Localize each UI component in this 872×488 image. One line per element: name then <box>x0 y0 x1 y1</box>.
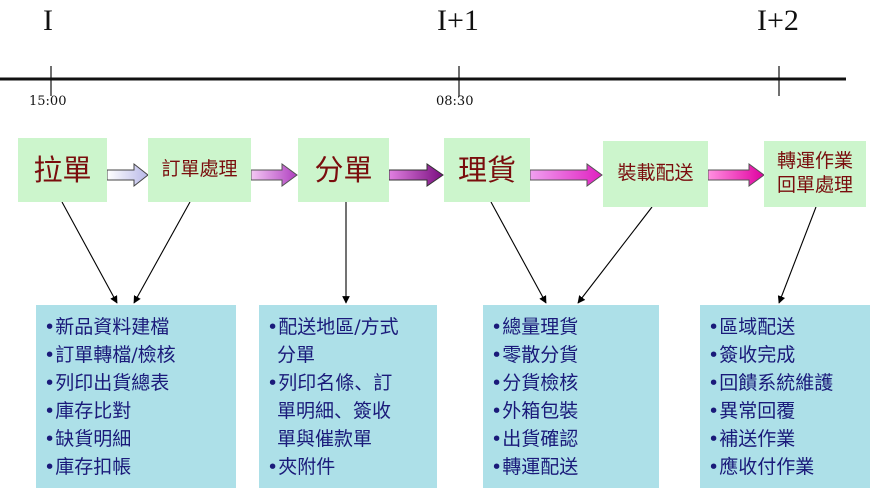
detail-item: •配送地區/方式 <box>267 316 399 338</box>
detail-item: •簽收完成 <box>708 344 796 366</box>
day-label-i: I <box>43 4 53 37</box>
detail-box-order-tasks: •新品資料建檔 •訂單轉檔/檢核 •列印出貨總表 •庫存比對 •缺貨明細 •庫存… <box>36 305 236 488</box>
connector-4 <box>490 201 547 304</box>
process-box-la-dan: 拉單 <box>18 138 107 202</box>
detail-item: •應收付作業 <box>708 456 815 478</box>
detail-item: •新品資料建檔 <box>44 316 170 338</box>
process-box-loading-delivery: 裝載配送 <box>603 141 708 207</box>
connector-1 <box>61 201 118 304</box>
day-label-i-plus-1: I+1 <box>437 4 479 37</box>
detail-item: •分貨檢核 <box>491 372 579 394</box>
detail-item: 分單 <box>277 344 316 366</box>
detail-item: 單明細、簽收 <box>277 400 392 422</box>
process-box-order-processing: 訂單處理 <box>148 138 251 202</box>
detail-item: •補送作業 <box>708 428 796 450</box>
detail-item: •出貨確認 <box>491 428 579 450</box>
flow-arrow-1 <box>106 162 149 188</box>
detail-item: •異常回覆 <box>708 400 796 422</box>
process-label: 訂單處理 <box>161 158 238 181</box>
flow-arrow-2 <box>250 163 298 187</box>
process-label: 轉運作業 <box>776 150 853 173</box>
process-box-transfer-return: 轉運作業 回單處理 <box>764 141 866 207</box>
time-label-0830: 08:30 <box>436 94 474 109</box>
detail-box-delivery-tasks: •區域配送 •簽收完成 •回饋系統維護 •異常回覆 •補送作業 •應收付作業 <box>700 305 870 488</box>
detail-item: •庫存扣帳 <box>44 456 132 478</box>
detail-box-picking-tasks: •總量理貨 •零散分貨 •分貨檢核 •外箱包裝 •出貨確認 •轉運配送 <box>483 305 659 488</box>
detail-item: •夾附件 <box>267 456 336 478</box>
flow-arrow-3 <box>388 163 444 187</box>
day-label-i-plus-2: I+2 <box>757 4 799 37</box>
detail-item: •總量理貨 <box>491 316 579 338</box>
flow-arrow-4 <box>529 163 603 187</box>
connector-5 <box>577 206 653 304</box>
process-box-fen-dan: 分單 <box>298 138 389 202</box>
detail-item: •訂單轉檔/檢核 <box>44 344 176 366</box>
detail-item: •回饋系統維護 <box>708 372 834 394</box>
detail-item: •缺貨明細 <box>44 428 132 450</box>
detail-item: •轉運配送 <box>491 456 579 478</box>
detail-box-split-tasks: •配送地區/方式 分單 •列印名條、訂 單明細、簽收 單與催款單 •夾附件 <box>259 305 437 488</box>
process-label: 分單 <box>314 152 373 187</box>
flow-arrow-5 <box>707 163 765 187</box>
process-label: 理貨 <box>457 152 516 187</box>
process-box-li-huo: 理貨 <box>444 138 530 202</box>
detail-item: •庫存比對 <box>44 400 132 422</box>
detail-item: •零散分貨 <box>491 344 579 366</box>
detail-item: 單與催款單 <box>277 428 373 450</box>
process-label: 拉單 <box>33 152 92 187</box>
process-label: 裝載配送 <box>617 162 694 185</box>
detail-item: •列印出貨總表 <box>44 372 170 394</box>
connector-2 <box>133 201 191 304</box>
detail-item: •外箱包裝 <box>491 400 579 422</box>
detail-item: •列印名條、訂 <box>267 372 393 394</box>
process-label: 回單處理 <box>776 174 853 196</box>
detail-item: •區域配送 <box>708 316 796 338</box>
time-label-1500: 15:00 <box>29 94 67 109</box>
connector-6 <box>777 206 817 304</box>
